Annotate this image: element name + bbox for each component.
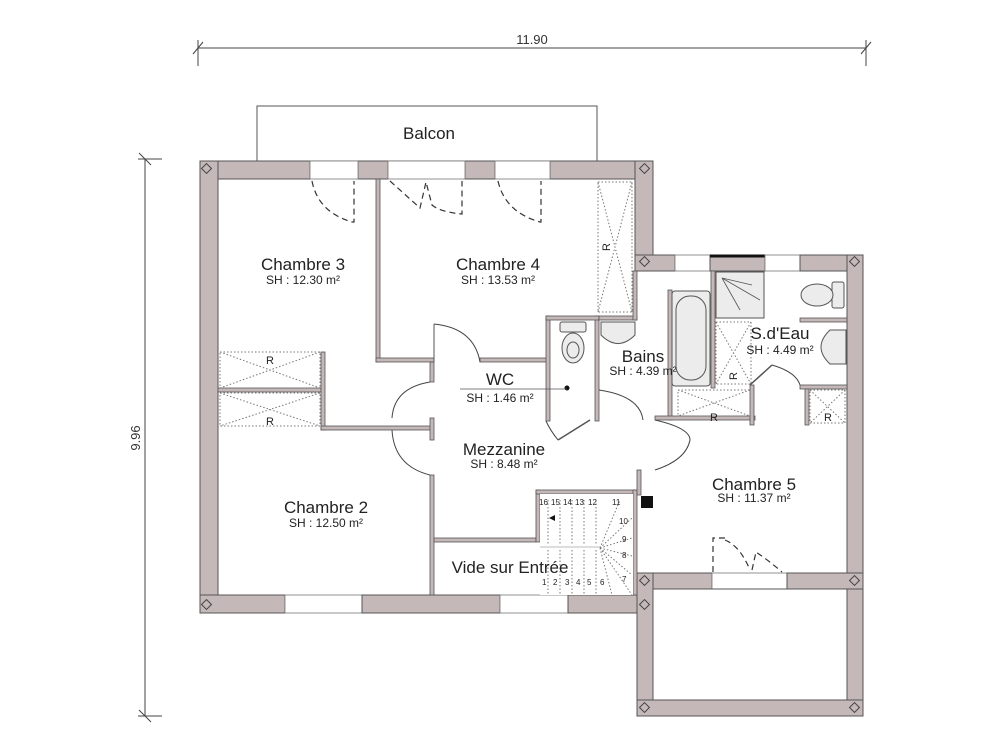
sink-icon xyxy=(600,321,636,344)
svg-text:14: 14 xyxy=(563,498,572,507)
doors xyxy=(311,180,801,573)
room-labels: Chambre 3 SH : 12.30 m² Chambre 4 SH : 1… xyxy=(261,255,814,577)
svg-text:3: 3 xyxy=(565,578,570,587)
exterior-walls xyxy=(199,160,864,717)
height-dimension: 9.96 xyxy=(128,152,162,723)
svg-text:11: 11 xyxy=(612,498,621,507)
storage-label: R xyxy=(266,355,274,367)
corner-markers xyxy=(200,162,861,714)
svg-text:6: 6 xyxy=(600,578,605,587)
svg-text:2: 2 xyxy=(553,578,558,587)
room-label-vide-sur-entree: Vide sur Entrée xyxy=(452,558,569,577)
sink-icon xyxy=(820,329,847,365)
svg-text:4: 4 xyxy=(576,578,581,587)
room-label-sdeau: S.d'Eau xyxy=(750,324,809,343)
storage-label: R xyxy=(266,416,274,428)
svg-text:9: 9 xyxy=(622,535,627,544)
svg-text:16: 16 xyxy=(539,498,548,507)
svg-text:15: 15 xyxy=(551,498,560,507)
room-area-bains: SH : 4.39 m² xyxy=(609,364,676,378)
room-area-wc: SH : 1.46 m² xyxy=(466,391,533,405)
svg-text:5: 5 xyxy=(587,578,592,587)
room-label-chambre-4: Chambre 4 xyxy=(456,255,540,274)
room-label-bains: Bains xyxy=(622,347,665,366)
room-area-chambre-3: SH : 12.30 m² xyxy=(266,273,340,287)
toilet-icon xyxy=(559,321,587,333)
storage-label: R xyxy=(824,412,832,424)
svg-text:8: 8 xyxy=(622,551,627,560)
svg-text:7: 7 xyxy=(622,575,627,584)
width-dimension: 11.90 xyxy=(192,32,872,66)
svg-text:1: 1 xyxy=(542,578,547,587)
storage-label: R xyxy=(601,243,613,251)
shower-icon xyxy=(715,271,765,319)
storage-label: R xyxy=(728,372,740,380)
room-area-mezzanine: SH : 8.48 m² xyxy=(470,457,537,471)
fixtures xyxy=(460,271,847,508)
height-dimension-label: 9.96 xyxy=(128,425,143,450)
column-marker xyxy=(641,496,653,508)
room-label-chambre-5: Chambre 5 xyxy=(712,475,796,494)
room-area-chambre-4: SH : 13.53 m² xyxy=(461,273,535,287)
balcony: Balcon xyxy=(256,105,598,162)
toilet-icon xyxy=(831,281,845,309)
room-label-wc: WC xyxy=(486,370,514,389)
svg-text:13: 13 xyxy=(575,498,584,507)
interior-walls xyxy=(217,178,848,596)
width-dimension-label: 11.90 xyxy=(516,32,548,47)
room-label-mezzanine: Mezzanine xyxy=(463,440,545,459)
staircase: 1 2 3 4 5 6 7 8 9 10 11 12 13 14 15 16 xyxy=(539,494,633,596)
storage-units: R R R R R R xyxy=(219,181,846,428)
room-area-chambre-2: SH : 12.50 m² xyxy=(289,516,363,530)
room-label-chambre-2: Chambre 2 xyxy=(284,498,368,517)
svg-text:10: 10 xyxy=(619,517,628,526)
room-area-chambre-5: SH : 11.37 m² xyxy=(717,491,790,505)
svg-text:12: 12 xyxy=(588,498,597,507)
storage-label: R xyxy=(710,412,718,424)
room-area-sdeau: SH : 4.49 m² xyxy=(746,343,813,357)
room-label-chambre-3: Chambre 3 xyxy=(261,255,345,274)
room-label-balcon: Balcon xyxy=(403,124,455,143)
